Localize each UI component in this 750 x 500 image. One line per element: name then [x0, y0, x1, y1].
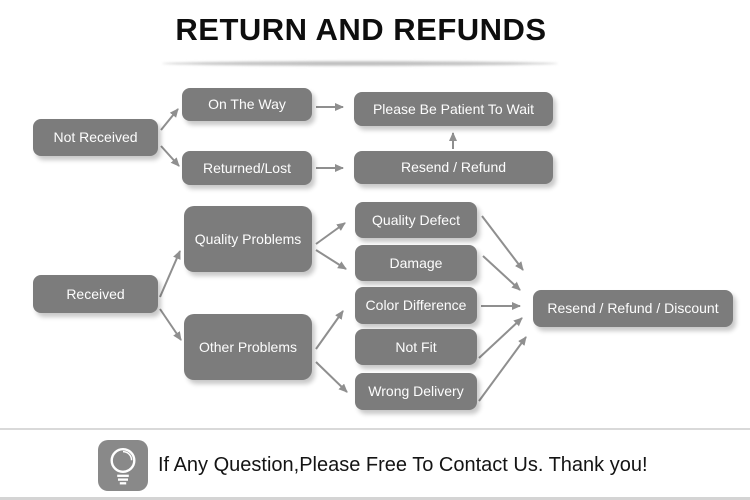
flow-node-other-problems: Other Problems [184, 314, 312, 380]
arrow-quality-defect-to-discount [481, 215, 524, 271]
flow-node-quality-problems: Quality Problems [184, 206, 312, 272]
flow-node-on-the-way: On The Way [182, 88, 312, 121]
footer-top-divider [0, 428, 750, 430]
flow-node-resend-refund-discount: Resend / Refund / Discount [533, 290, 733, 327]
title-underline [162, 61, 558, 66]
flow-node-received: Received [33, 275, 158, 313]
arrow-other-problems-to-wrong-delivery [315, 361, 348, 393]
flow-node-please-be-patient: Please Be Patient To Wait [354, 92, 553, 126]
arrow-quality-problems-to-quality-defect [315, 222, 346, 245]
arrow-not-received-to-returned-lost [160, 145, 180, 167]
arrow-wrong-delivery-to-discount [478, 336, 527, 402]
page-title: RETURN AND REFUNDS [175, 12, 547, 47]
flow-node-not-received: Not Received [33, 119, 158, 156]
arrow-quality-problems-to-damage [315, 249, 347, 270]
flow-node-color-difference: Color Difference [355, 287, 477, 324]
arrow-not-received-to-on-the-way [160, 108, 179, 131]
footer-message: If Any Question,Please Free To Contact U… [158, 454, 648, 476]
bottom-divider [0, 497, 750, 500]
flow-node-damage: Damage [355, 245, 477, 281]
arrow-damage-to-discount [482, 255, 521, 291]
arrow-received-to-quality-problems [159, 250, 181, 298]
arrow-received-to-other-problems [159, 308, 182, 341]
arrow-not-fit-to-discount [478, 317, 523, 359]
flow-node-quality-defect: Quality Defect [355, 202, 477, 238]
flow-node-wrong-delivery: Wrong Delivery [355, 373, 477, 410]
flow-node-returned-lost: Returned/Lost [182, 151, 312, 185]
arrow-other-problems-to-color-difference [315, 310, 344, 350]
flow-node-resend-refund: Resend / Refund [354, 151, 553, 184]
flow-node-not-fit: Not Fit [355, 329, 477, 365]
lightbulb-icon [98, 440, 148, 491]
